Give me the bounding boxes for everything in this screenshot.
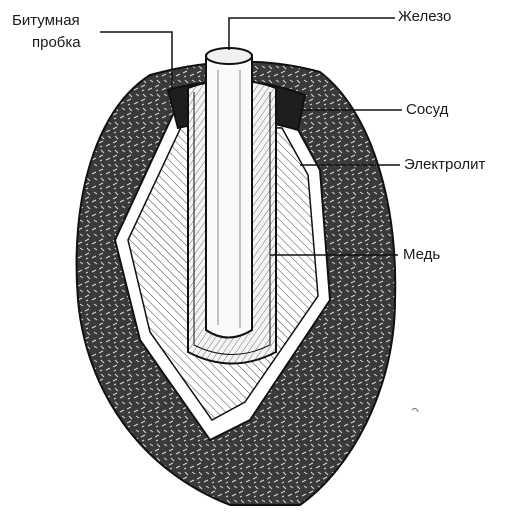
label-iron: Железо — [398, 8, 451, 26]
label-copper: Медь — [403, 246, 440, 264]
label-electrolyte: Электролит — [404, 156, 485, 174]
iron-rod — [206, 50, 252, 338]
label-bitumen-line2: пробка — [32, 34, 81, 52]
label-bitumen-line1: Битумная — [12, 12, 80, 30]
label-vessel: Сосуд — [406, 101, 448, 119]
leader-iron — [229, 18, 395, 50]
